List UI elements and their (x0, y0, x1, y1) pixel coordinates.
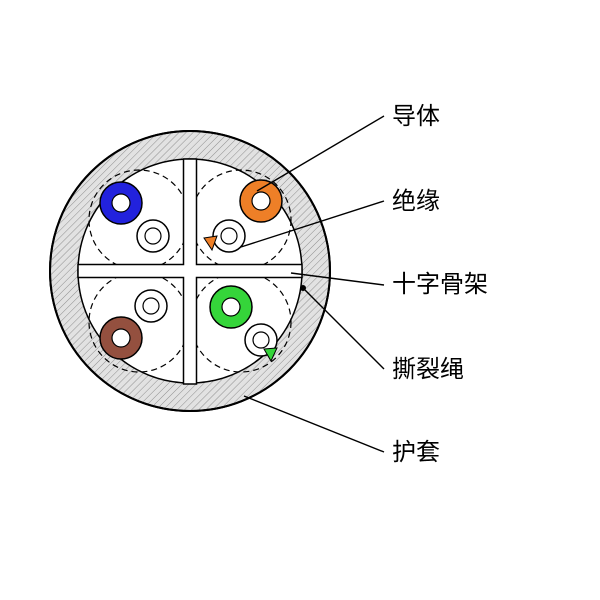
label-rip-cord: 撕裂绳 (392, 356, 464, 383)
leader-conductor (256, 115, 385, 192)
conductor-core-blue-mate (144, 227, 162, 245)
orange-stripe-mark (203, 235, 218, 252)
label-insulation: 绝缘 (392, 188, 440, 215)
green-stripe-mark (263, 347, 278, 363)
label-conductor: 导体 (392, 103, 440, 130)
conductor-core-blue (111, 193, 131, 213)
conductor-core-orange-mate (220, 227, 238, 245)
label-cross-spline: 十字骨架 (392, 271, 488, 298)
leader-rip-cord (303, 288, 385, 370)
conductor-core-brown (111, 328, 131, 348)
leader-jacket (243, 395, 385, 453)
leader-insulation (240, 200, 385, 248)
pair-unit-circle-top-right (190, 169, 292, 271)
label-jacket: 护套 (392, 439, 440, 466)
conductor-core-green-mate (252, 331, 270, 349)
conductor-core-green (221, 297, 241, 317)
conductor-core-orange (251, 191, 271, 211)
conductor-core-brown-mate (142, 297, 160, 315)
leader-cross-spline (290, 272, 385, 286)
cross-spline (77, 158, 303, 385)
